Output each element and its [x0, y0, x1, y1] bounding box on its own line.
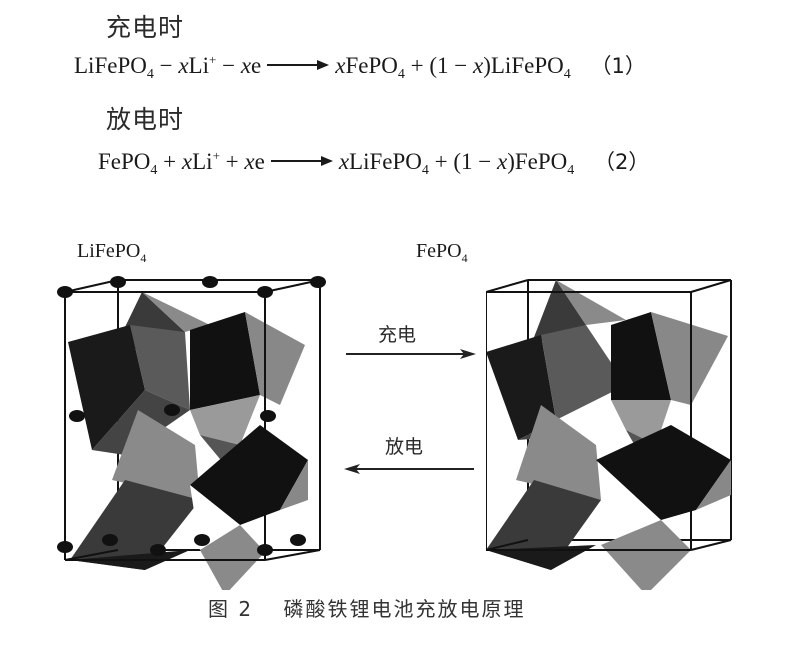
eq2-sub: 4	[150, 163, 158, 178]
figure-caption: 图 2 磷酸铁锂电池充放电原理	[208, 597, 526, 621]
eq1-term: FePO	[345, 53, 398, 78]
equation-number-2: （2）	[594, 150, 650, 174]
eq1-term: + (1 −	[404, 53, 473, 78]
fepo4-label-text: FePO	[416, 240, 462, 262]
lifepo4-crystal-structure	[57, 276, 326, 590]
eq1-term: LiFePO	[74, 53, 147, 78]
eq2-var: x	[181, 149, 193, 174]
lithium-atoms	[57, 276, 326, 556]
eq1-sub: 4	[563, 67, 571, 82]
eq1-term: )LiFePO	[483, 53, 564, 78]
eq2-term: LiFePO	[349, 149, 422, 174]
eq2-term: )FePO	[507, 149, 568, 174]
reaction-arrow-icon	[270, 156, 333, 166]
eq1-sup: +	[209, 52, 217, 67]
reaction-arrow-icon	[267, 60, 330, 70]
eq1-var: x	[178, 53, 189, 78]
eq2-var: x	[244, 149, 255, 174]
discharge-heading: 放电时	[106, 105, 185, 134]
lifepo4-label-text: LiFePO	[77, 240, 141, 262]
charge-arrow-icon	[346, 349, 476, 359]
lifepo4-label: LiFePO4	[77, 240, 146, 266]
eq2-term: Li	[192, 149, 213, 174]
eq2-sup: +	[212, 148, 220, 163]
eq2-op: +	[219, 149, 245, 174]
eq1-op: −	[153, 53, 179, 78]
eq2-var: x	[338, 149, 350, 174]
eq2-sub: 4	[421, 163, 429, 178]
eq2-var: x	[497, 149, 508, 174]
eq1-sub: 4	[146, 67, 154, 82]
lifepo4-label-sub: 4	[140, 251, 147, 265]
eq2-term: + (1 −	[428, 149, 497, 174]
equation-number-1: （1）	[590, 54, 646, 78]
charge-heading: 充电时	[106, 13, 185, 42]
eq1-op: −	[216, 53, 241, 78]
eq2-op: +	[157, 149, 182, 174]
eq2-term: FePO	[98, 149, 151, 174]
fepo4-label-sub: 4	[461, 251, 468, 265]
eq1-var: x	[473, 53, 484, 78]
eq1-term: e	[251, 53, 262, 78]
eq2-sub: 4	[567, 163, 575, 178]
eq2-term: e	[254, 149, 265, 174]
eq1-term: Li	[188, 53, 209, 78]
eq1-var: x	[240, 53, 252, 78]
fepo4-label: FePO4	[416, 240, 468, 266]
eq1-sub: 4	[397, 67, 405, 82]
fepo4-crystal-structure	[486, 279, 732, 590]
charge-arrow-label: 充电	[378, 324, 417, 346]
eq1-var: x	[335, 53, 346, 78]
discharge-arrow-icon	[344, 464, 474, 474]
discharge-arrow-label: 放电	[385, 436, 424, 458]
